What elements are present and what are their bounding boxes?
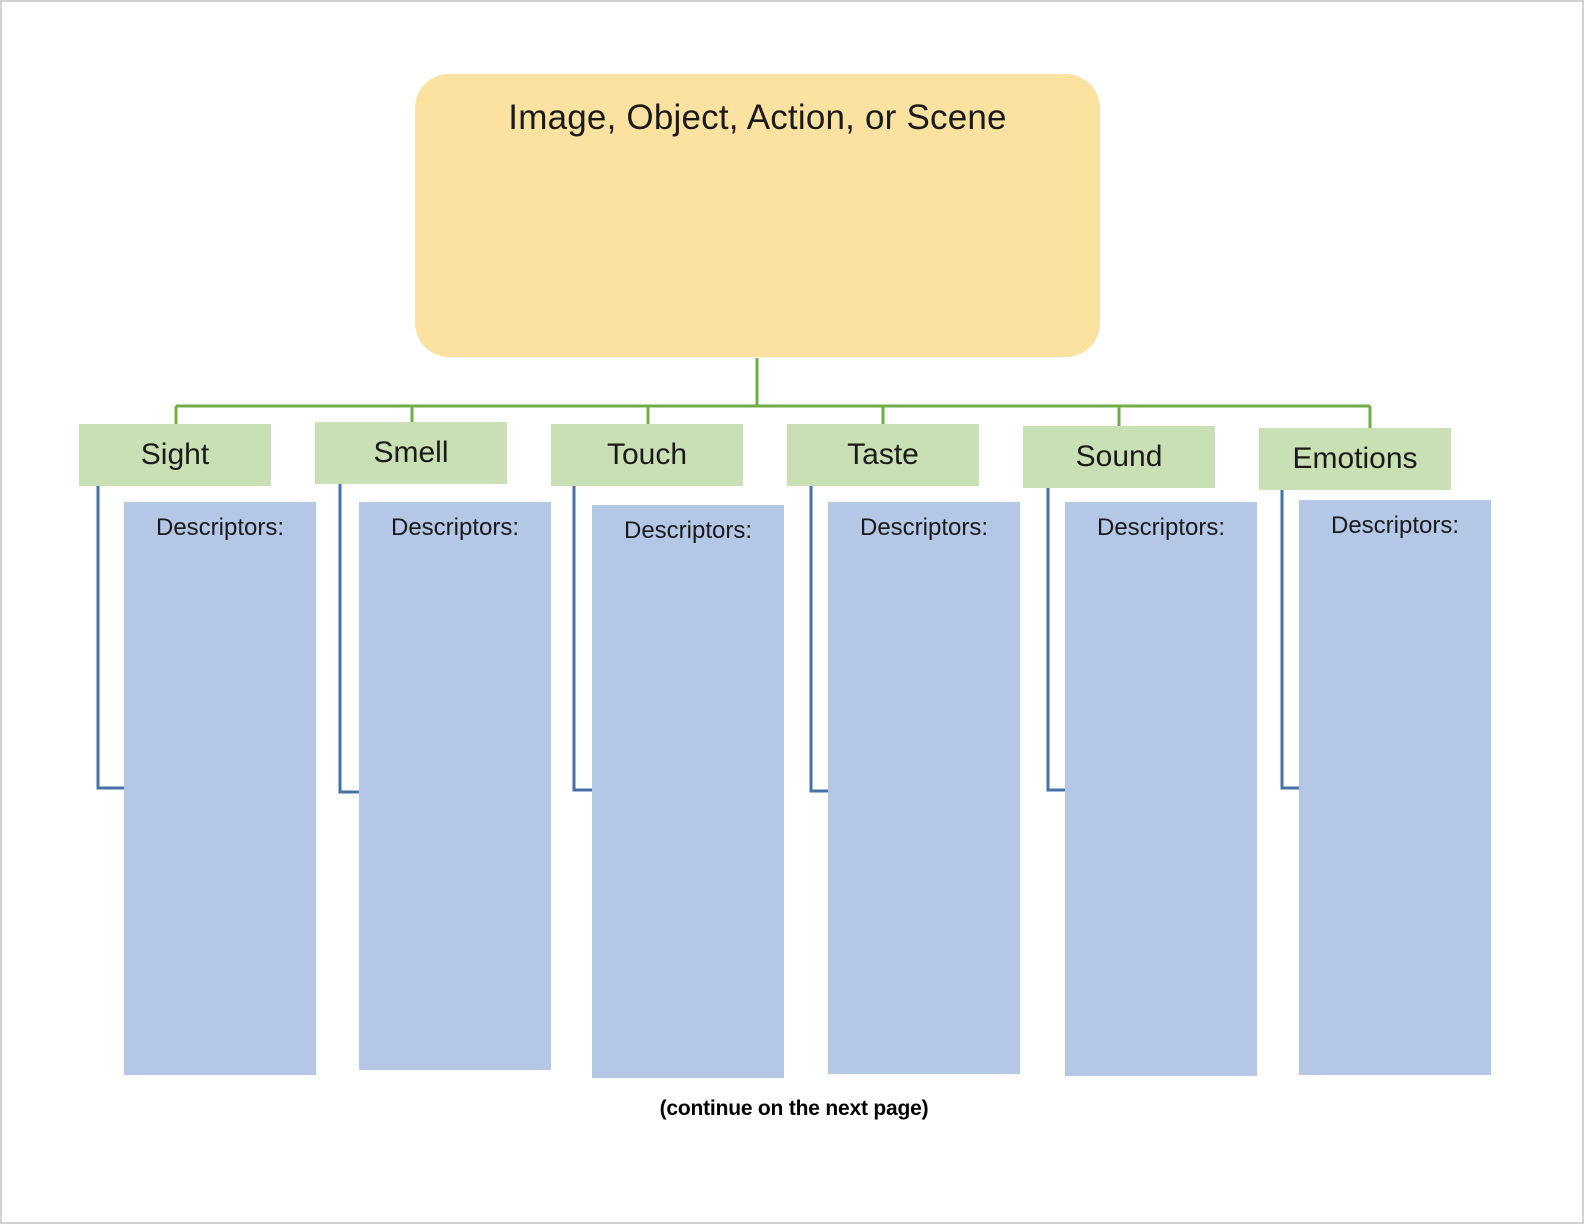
descriptor-label-emotions: Descriptors: <box>1330 512 1460 539</box>
sense-label-smell: Smell <box>373 436 449 469</box>
sense-box-taste[interactable]: Taste <box>787 424 979 486</box>
blue-elbow-taste <box>809 484 828 793</box>
blue-elbow-touch <box>572 486 592 792</box>
continue-note: (continue on the next page) <box>659 1097 929 1120</box>
sense-box-emotions[interactable]: Emotions <box>1259 428 1451 490</box>
descriptor-box-emotions[interactable]: Descriptors: <box>1299 500 1491 1075</box>
sense-box-sound[interactable]: Sound <box>1023 426 1215 488</box>
page-title: Image, Object, Action, or Scene <box>508 98 1007 137</box>
descriptor-box-taste[interactable]: Descriptors: <box>828 502 1020 1074</box>
descriptor-label-sight: Descriptors: <box>155 514 285 541</box>
sense-label-emotions: Emotions <box>1292 442 1418 475</box>
descriptor-box-sight[interactable]: Descriptors: <box>124 502 316 1075</box>
sense-box-smell[interactable]: Smell <box>315 422 507 484</box>
blue-elbow-emotions <box>1280 490 1299 790</box>
descriptor-label-smell: Descriptors: <box>390 514 520 541</box>
descriptor-label-taste: Descriptors: <box>859 514 989 541</box>
sense-label-sound: Sound <box>1075 440 1163 473</box>
blue-elbow-sight <box>96 486 124 790</box>
descriptor-box-touch[interactable]: Descriptors: <box>592 505 784 1078</box>
sense-label-sight: Sight <box>140 438 210 471</box>
sense-box-touch[interactable]: Touch <box>551 424 743 486</box>
descriptor-box-sound[interactable]: Descriptors: <box>1065 502 1257 1076</box>
blue-elbow-sound <box>1046 488 1065 792</box>
blue-elbow-smell <box>338 484 359 794</box>
green-connectors <box>174 358 1372 428</box>
sense-label-touch: Touch <box>606 438 688 471</box>
descriptor-box-smell[interactable]: Descriptors: <box>359 502 551 1070</box>
descriptor-label-sound: Descriptors: <box>1096 514 1226 541</box>
sense-box-sight[interactable]: Sight <box>79 424 271 486</box>
root-node[interactable]: Image, Object, Action, or Scene <box>415 74 1100 357</box>
sense-label-taste: Taste <box>847 438 919 471</box>
descriptor-label-touch: Descriptors: <box>623 517 753 544</box>
